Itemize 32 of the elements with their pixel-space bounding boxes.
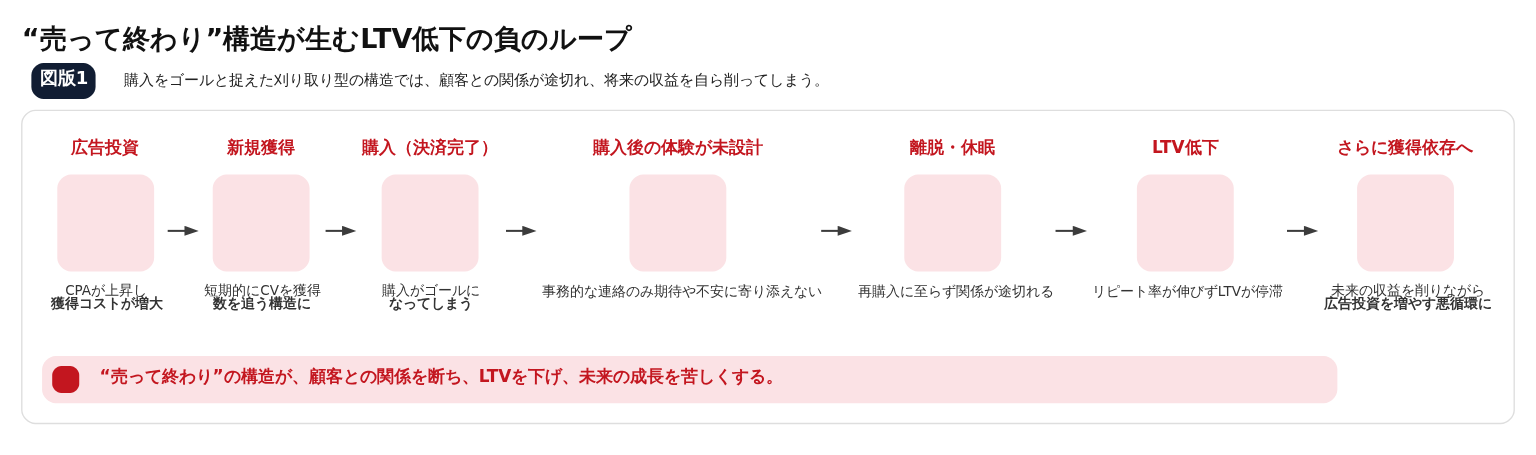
arrow bbox=[1055, 225, 1087, 236]
node-label: 購入後の体験が未設計 bbox=[592, 136, 763, 157]
diagram-title: “売って終わり”構造が生むLTV低下の負のループ bbox=[21, 22, 633, 54]
node-label: 短期的にCVを獲得数を追う構造に bbox=[204, 281, 321, 312]
node-label: 事務的な連絡のみ期待や不安に寄り添えない bbox=[542, 282, 823, 299]
node-label: CPAが上昇し獲得コストが増大 bbox=[51, 281, 164, 312]
node-box bbox=[904, 174, 1002, 272]
arrow bbox=[167, 225, 199, 236]
node-label: 新規獲得 bbox=[226, 136, 295, 157]
node-box bbox=[57, 174, 155, 272]
arrow bbox=[1286, 225, 1319, 236]
node-box bbox=[1357, 174, 1454, 272]
node-box: “売って終わり”の構造が、顧客との関係を断ち、LTVを下げ、未来の成長を苦しくする。 bbox=[42, 355, 1338, 404]
node-label: LTV低下 bbox=[1152, 136, 1219, 157]
node-label: 広告投資 bbox=[71, 136, 140, 157]
label: 図版1 bbox=[39, 67, 89, 89]
node-label: さらに獲得依存へ bbox=[1337, 136, 1474, 157]
node-label: 購入がゴールになってしまう bbox=[382, 281, 481, 312]
arrow bbox=[325, 225, 357, 236]
cluster bbox=[21, 109, 1515, 425]
node-box bbox=[1136, 174, 1234, 272]
arrow bbox=[506, 225, 537, 236]
node-label: 離脱・休眠 bbox=[909, 136, 995, 157]
node-box bbox=[212, 174, 310, 272]
arrow bbox=[821, 225, 852, 236]
node-box bbox=[381, 174, 479, 272]
node-label: 再購入に至らず関係が途切れる bbox=[857, 282, 1054, 299]
label: 購入をゴールと捉えた刈り取り型の構造では、顧客との関係が途切れ、将来の収益を自ら削ってしまう。 bbox=[123, 70, 829, 88]
node-label: 購入（決済完了） bbox=[361, 136, 498, 157]
node-label: リピート率が伸びずLTVが停滞 bbox=[1091, 282, 1283, 299]
node-label: 未来の収益を削りながら広告投資を増やす悪循環に bbox=[1323, 281, 1492, 312]
node-box bbox=[629, 174, 727, 272]
